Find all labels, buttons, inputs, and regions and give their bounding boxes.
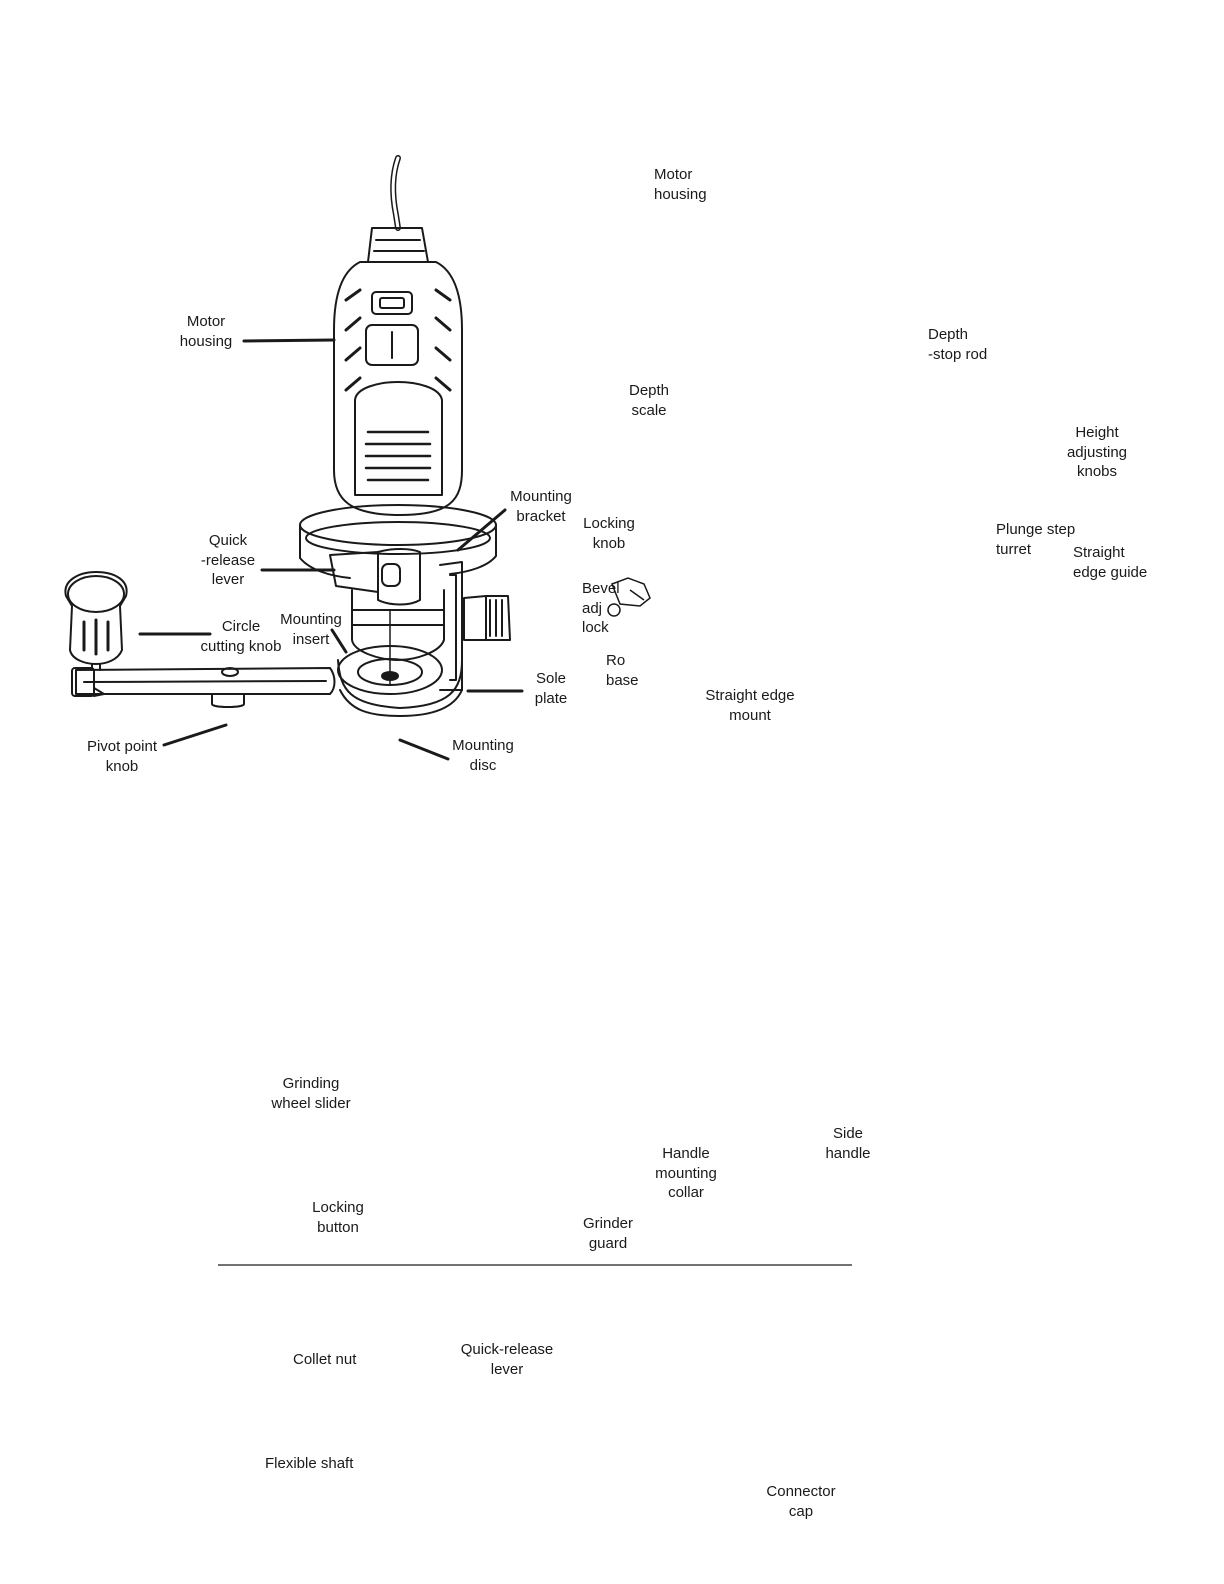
label-collet-nut: Collet nut	[293, 1351, 357, 1368]
label-motor-housing-right: Motor housing	[654, 166, 707, 203]
label-mounting-bracket: Mounting bracket	[510, 488, 572, 525]
label-handle-mounting-collar: Handle mounting collar	[655, 1145, 717, 1201]
bevel-lock-thumbnail	[607, 577, 651, 617]
label-grinding-wheel-slider: Grinding wheel slider	[271, 1075, 351, 1112]
pivot-disc	[211, 693, 245, 708]
quick-release-lever-body	[329, 551, 379, 593]
mounting-bracket-ring	[299, 504, 497, 546]
leader-mounting-insert	[330, 628, 348, 654]
label-quick-release-lever-lower: Quick-release lever	[460, 1341, 554, 1378]
label-straight-edge-guide: Straight edge guide	[1073, 544, 1148, 581]
depth-adjust-knob	[463, 595, 487, 641]
label-depth-scale: Depth scale	[628, 382, 670, 419]
side-guide-bracket	[439, 561, 463, 691]
label-height-adjusting-knobs: Height adjusting knobs	[1066, 424, 1128, 480]
label-pivot-point-knob: Pivot point knob	[86, 738, 158, 775]
label-bevel-adjust-lock: Bevel adj lock	[582, 580, 620, 636]
cooling-vents	[364, 430, 432, 482]
lower-housing	[354, 381, 443, 496]
leader-mounting-disc	[398, 738, 450, 761]
label-router-base: Ro base	[606, 652, 639, 689]
label-grinder-guard: Grinder guard	[582, 1215, 634, 1252]
motor-housing-body	[333, 261, 463, 516]
label-mounting-insert: Mounting insert	[280, 611, 342, 648]
left-grip-vents	[344, 288, 362, 392]
label-locking-knob: Locking knob	[583, 515, 635, 552]
label-flexible-shaft: Flexible shaft	[265, 1455, 354, 1472]
label-locking-button: Locking button	[312, 1199, 364, 1236]
speed-indicator	[365, 324, 419, 366]
label-sole-plate: Sole plate	[534, 670, 568, 707]
power-switch	[371, 291, 413, 315]
label-circle-cutting-knob: Circle cutting knob	[200, 618, 282, 655]
right-grip-vents	[434, 288, 452, 392]
cord-strain-relief	[367, 227, 429, 263]
label-straight-edge-mount: Straight edge mount	[705, 687, 795, 724]
leader-pivot-point-knob	[162, 723, 228, 747]
label-mounting-disc: Mounting disc	[452, 737, 514, 774]
label-connector-cap: Connector cap	[766, 1483, 836, 1520]
sole-plate-outline	[337, 659, 463, 709]
label-side-handle: Side handle	[825, 1125, 871, 1162]
circle-cutting-knob	[64, 571, 128, 665]
label-depth-stop-rod: Depth -stop rod	[928, 326, 988, 363]
leader-mounting-bracket	[456, 508, 507, 552]
leader-lines	[138, 338, 524, 761]
label-plunge-step-turret: Plunge step turret	[996, 521, 1076, 558]
circle-cutting-arm	[75, 667, 336, 695]
label-motor-housing-left: Motor housing	[179, 313, 233, 350]
leader-motor-housing	[242, 338, 336, 343]
label-quick-release-lever: Quick -release lever	[200, 532, 256, 588]
